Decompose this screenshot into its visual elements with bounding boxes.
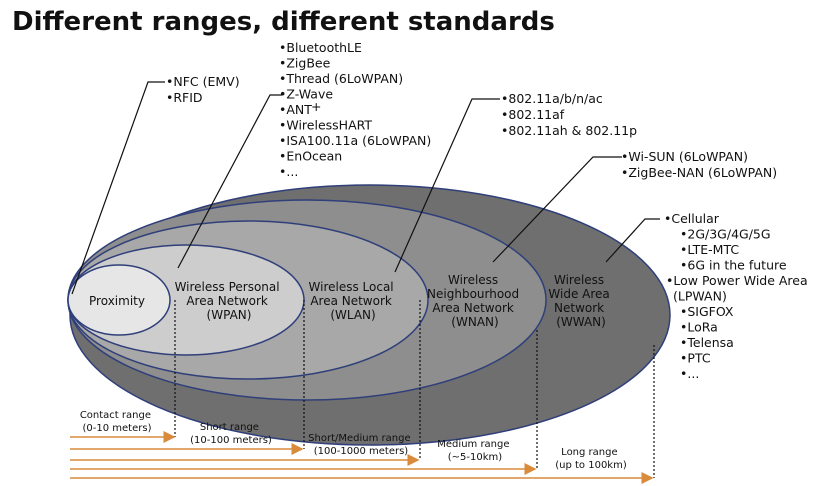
contact-range-label: Contact range (0-10 meters)	[80, 410, 154, 434]
wlan-leader	[394, 98, 500, 273]
range-labels: Contact range (0-10 meters) Short range …	[80, 410, 627, 471]
wnan-leader	[492, 156, 622, 263]
proximity-examples: •NFC (EMV) •RFID	[166, 74, 244, 105]
wnan-label: Wireless Neighbourhood Area Network (WNA…	[427, 273, 523, 329]
proximity-ellipse	[67, 264, 171, 336]
range-arrows	[70, 431, 654, 484]
leader-lines	[71, 81, 660, 295]
long-range-label: Long range (up to 100km)	[555, 447, 627, 471]
wnan-examples: •Wi-SUN (6LoWPAN) •ZigBee-NAN (6LoWPAN)	[621, 149, 777, 180]
short-medium-range-label: Short/Medium range (100-1000 meters)	[308, 433, 414, 457]
short-range-label: Short range (10-100 meters)	[190, 422, 272, 446]
wlan-examples: •802.11a/b/n/ac •802.11af •802.11ah & 80…	[501, 91, 637, 138]
wwan-label: Wireless Wide Area Network (WWAN)	[548, 273, 613, 329]
page-title: Different ranges, different standards	[12, 7, 555, 37]
wpan-examples: •BluetoothLE •ZigBee •Thread (6LoWPAN) •…	[279, 40, 435, 179]
wwan-leader	[605, 218, 660, 263]
wpan-leader	[177, 94, 282, 269]
wpan-label: Wireless Personal Area Network (WPAN)	[175, 280, 284, 322]
medium-range-label: Medium range (~5-10km)	[437, 439, 512, 463]
wlan-label: Wireless Local Area Network (WLAN)	[309, 280, 398, 322]
network-ellipses	[67, 184, 671, 446]
wwan-examples: •Cellular •2G/3G/4G/5G •LTE-MTC •6G in t…	[664, 211, 812, 381]
network-labels: Proximity Wireless Personal Area Network…	[89, 273, 613, 329]
proximity-leader	[71, 81, 165, 295]
range-boundaries	[174, 300, 655, 478]
example-lists: •NFC (EMV) •RFID •BluetoothLE •ZigBee •T…	[166, 40, 812, 381]
ant-plus-superscript: +	[311, 99, 321, 114]
proximity-label: Proximity	[89, 294, 145, 308]
